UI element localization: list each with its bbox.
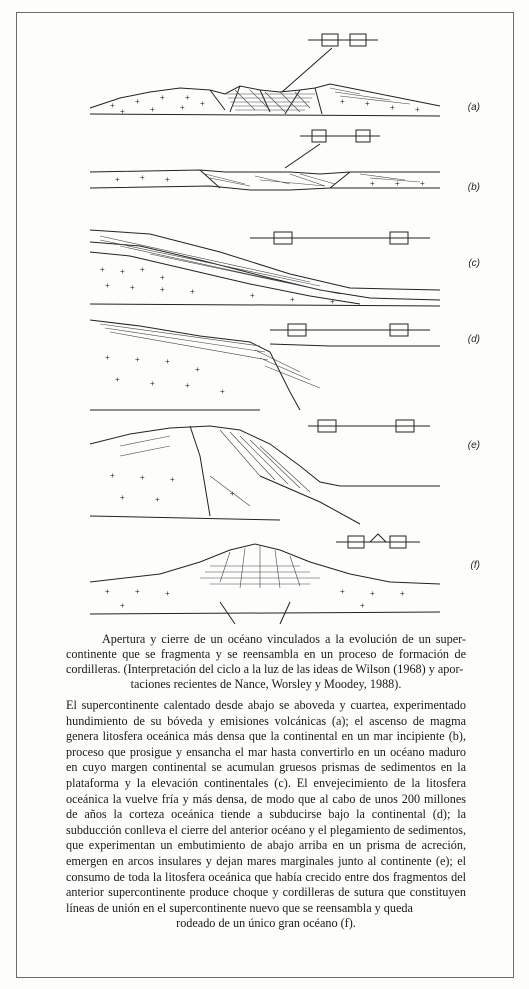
svg-text:+: + [340, 97, 345, 106]
svg-text:+: + [135, 97, 140, 106]
figure-panel-d: + + + + + + + + (d) [60, 312, 480, 412]
svg-text:+: + [120, 601, 125, 610]
svg-text:+: + [150, 379, 155, 388]
svg-text:+: + [360, 601, 365, 610]
panel-label-f: (f) [471, 560, 480, 571]
svg-text:+: + [120, 107, 125, 116]
caption-body: continente que se fragmenta y se reensam… [66, 647, 466, 676]
panel-label-b: (b) [468, 182, 480, 193]
panel-label-e: (e) [468, 440, 480, 451]
svg-text:+: + [195, 365, 200, 374]
figure-panel-f: + + + + + + + + (f) [60, 532, 480, 624]
svg-text:+: + [140, 265, 145, 274]
svg-text:+: + [220, 387, 225, 396]
svg-text:+: + [365, 99, 370, 108]
panel-c-drawing: ++++ ++++ +++ [60, 212, 480, 312]
panel-e-drawing: + + + + + + [60, 416, 480, 528]
svg-text:+: + [105, 281, 110, 290]
svg-text:+: + [150, 105, 155, 114]
svg-text:+: + [160, 285, 165, 294]
panel-f-drawing: + + + + + + + + [60, 532, 480, 624]
svg-text:+: + [370, 179, 375, 188]
panel-b-drawing: + + + + + + [60, 128, 480, 198]
svg-text:+: + [170, 475, 175, 484]
svg-text:+: + [185, 381, 190, 390]
svg-text:+: + [250, 291, 255, 300]
svg-text:+: + [140, 173, 145, 182]
svg-text:+: + [140, 473, 145, 482]
svg-text:+: + [160, 273, 165, 282]
figure-panel-b: + + + + + + (b) [60, 128, 480, 198]
svg-text:+: + [160, 93, 165, 102]
svg-text:+: + [200, 99, 205, 108]
svg-text:+: + [120, 493, 125, 502]
panel-label-d: (d) [468, 334, 480, 345]
svg-text:+: + [115, 175, 120, 184]
svg-text:+: + [190, 287, 195, 296]
svg-text:+: + [340, 587, 345, 596]
svg-text:+: + [105, 587, 110, 596]
caption-last-line: taciones recientes de Nance, Worsley y M… [66, 677, 466, 692]
svg-text:+: + [165, 175, 170, 184]
body-text: El supercontinente calentado desde abajo… [66, 698, 466, 915]
caption-first-line: Apertura y cierre de un océano vinculado… [66, 632, 466, 646]
svg-text:+: + [130, 283, 135, 292]
svg-text:+: + [290, 295, 295, 304]
svg-text:+: + [415, 105, 420, 114]
svg-text:+: + [370, 589, 375, 598]
figure-panel-a: ++++ ++++ ++++ (a) [60, 30, 480, 120]
svg-text:+: + [110, 471, 115, 480]
svg-text:+: + [155, 495, 160, 504]
svg-text:+: + [230, 489, 235, 498]
svg-text:+: + [185, 93, 190, 102]
svg-text:+: + [135, 355, 140, 364]
svg-text:+: + [400, 589, 405, 598]
panel-a-drawing: ++++ ++++ ++++ [60, 30, 480, 120]
svg-text:+: + [115, 375, 120, 384]
svg-text:+: + [390, 103, 395, 112]
svg-text:+: + [120, 267, 125, 276]
svg-text:+: + [165, 589, 170, 598]
svg-text:+: + [395, 179, 400, 188]
panel-label-a: (a) [468, 102, 480, 113]
svg-text:+: + [420, 179, 425, 188]
figure-panel-e: + + + + + + (e) [60, 416, 480, 528]
svg-text:+: + [135, 587, 140, 596]
body-last-line: rodeado de un único gran océano (f). [66, 916, 466, 932]
svg-text:+: + [180, 103, 185, 112]
body-paragraph: El supercontinente calentado desde abajo… [66, 698, 466, 932]
figure-panel-c: ++++ ++++ +++ (c) [60, 212, 480, 312]
panel-d-drawing: + + + + + + + + [60, 312, 480, 412]
svg-text:+: + [330, 297, 335, 306]
svg-text:+: + [165, 357, 170, 366]
svg-text:+: + [100, 265, 105, 274]
svg-text:+: + [110, 101, 115, 110]
svg-text:+: + [105, 353, 110, 362]
figure-caption: Apertura y cierre de un océano vinculado… [66, 632, 466, 692]
panel-label-c: (c) [468, 258, 480, 269]
